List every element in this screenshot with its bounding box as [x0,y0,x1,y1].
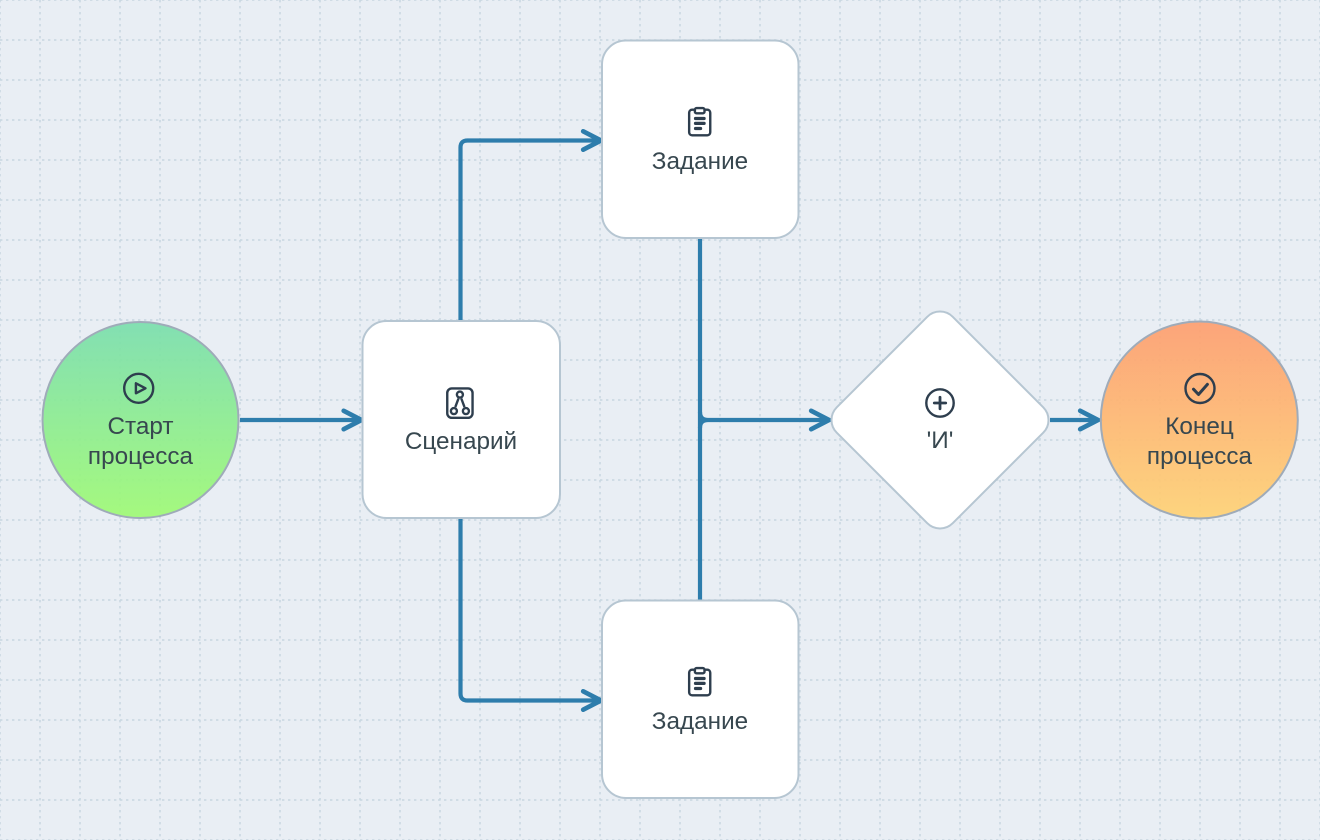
svg-text:'И': 'И' [927,427,954,454]
svg-text:Задание: Задание [652,148,748,175]
svg-text:Задание: Задание [652,708,748,735]
svg-text:Сценарий: Сценарий [405,428,517,455]
svg-text:процесса: процесса [88,443,194,470]
svg-text:Конец: Конец [1165,413,1234,440]
svg-text:процесса: процесса [1147,443,1253,470]
svg-text:Старт: Старт [107,413,173,440]
